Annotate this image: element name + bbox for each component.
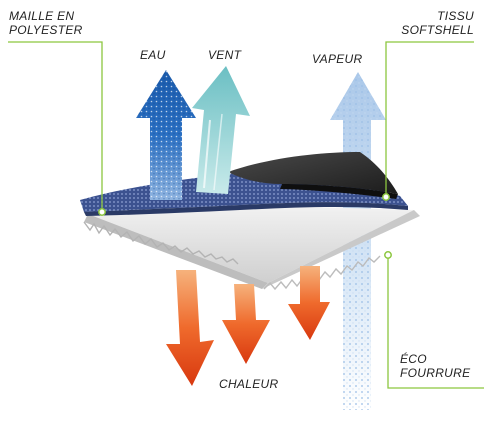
callout-tissu: [382, 41, 474, 201]
heat-arrow-middle: [222, 284, 270, 364]
label-chaleur: CHALEUR: [219, 377, 278, 391]
label-vapeur-text: VAPEUR: [312, 52, 363, 66]
label-maille-line-2: POLYESTER: [9, 23, 83, 37]
callout-maille: [8, 41, 106, 216]
label-tissu-softshell: TISSU SOFTSHELL: [401, 9, 474, 37]
label-eau: EAU: [140, 48, 166, 62]
heat-arrow-right: [288, 266, 330, 340]
label-vapeur: VAPEUR: [312, 52, 363, 66]
label-vent: VENT: [208, 48, 241, 62]
label-chaleur-text: CHALEUR: [219, 377, 279, 391]
label-eco-line-1: ÉCO: [400, 352, 427, 366]
label-tissu-line-1: TISSU: [437, 9, 474, 23]
label-vent-text: VENT: [208, 48, 242, 62]
label-eau-text: EAU: [140, 48, 166, 62]
water-arrow: [136, 70, 196, 200]
callout-eco: [384, 251, 484, 389]
label-tissu-line-2: SOFTSHELL: [401, 23, 474, 37]
label-maille-polyester: MAILLE EN POLYESTER: [9, 9, 83, 37]
softshell-layer: [228, 152, 398, 199]
label-eco-fourrure: ÉCO FOURRURE: [400, 352, 470, 380]
label-maille-line-1: MAILLE EN: [9, 9, 75, 23]
label-eco-line-2: FOURRURE: [400, 366, 471, 380]
wind-arrow: [192, 66, 250, 194]
heat-arrow-left: [166, 270, 214, 386]
